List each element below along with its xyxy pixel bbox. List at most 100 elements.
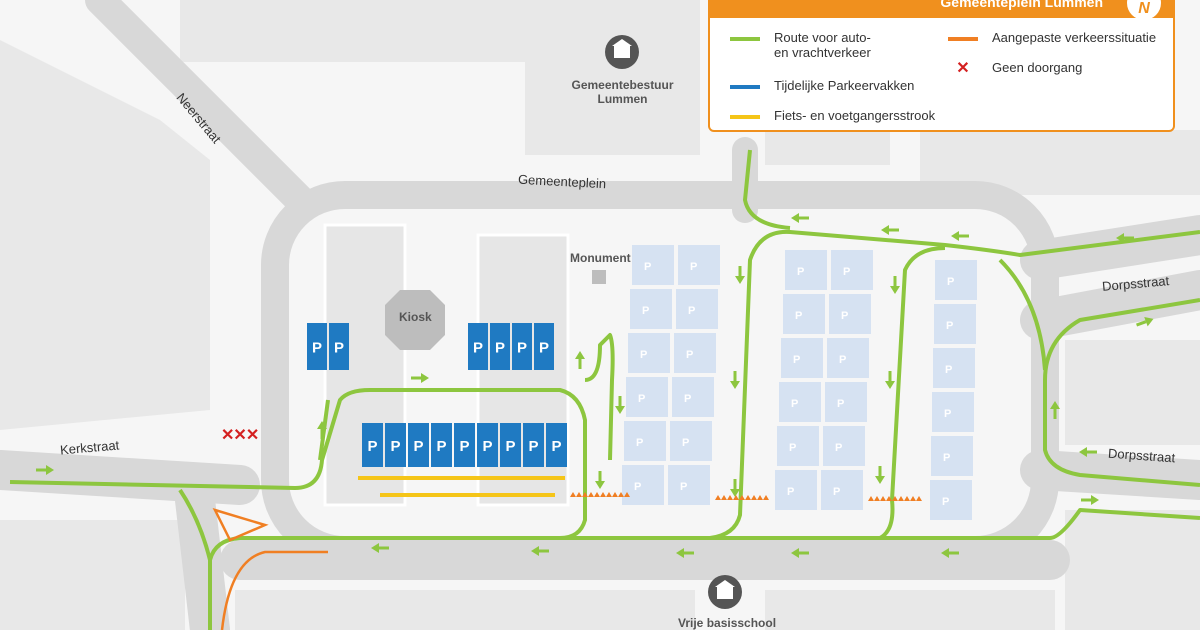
temporary-parking-space [385, 423, 406, 467]
direction-arrow [730, 479, 740, 497]
temporary-parking-space [468, 323, 488, 370]
parking-space [775, 470, 817, 510]
car-truck-route [9, 149, 1200, 630]
temporary-parking-label: P [437, 438, 447, 455]
temporary-parking-space [500, 423, 521, 467]
direction-arrow [885, 371, 895, 389]
parking-space-label: P [841, 310, 848, 322]
parking-space [934, 304, 976, 344]
traffic-cone [751, 495, 757, 500]
parking-space-label: P [843, 266, 850, 278]
parking-space-label: P [791, 398, 798, 410]
temporary-parking-space [454, 423, 475, 467]
direction-arrow [941, 548, 959, 558]
direction-arrow [36, 465, 54, 475]
direction-arrow [791, 548, 809, 558]
traffic-cone [874, 496, 880, 501]
no-entry-marks: ✕✕✕ [221, 427, 259, 444]
temporary-parking-label: P [368, 438, 378, 455]
traffic-cone [880, 496, 886, 501]
parking-space [622, 465, 664, 505]
parking-space-label: P [787, 486, 794, 498]
parking-space [668, 465, 710, 505]
traffic-cone [588, 492, 594, 497]
direction-arrow [411, 373, 429, 383]
traffic-cone [898, 496, 904, 501]
legend-item-route: Route voor auto-en vrachtverkeer [730, 30, 871, 60]
temporary-parking-label: P [539, 340, 549, 357]
legend-item-bike-strip: Fiets- en voetgangersstrook [730, 108, 935, 123]
parking-space-label: P [644, 261, 651, 273]
temporary-parking-space [408, 423, 429, 467]
temporary-parking-space [307, 323, 327, 370]
temporary-parking-label: P [506, 438, 516, 455]
temporary-parking-label: P [495, 340, 505, 357]
bike-pedestrian-strip [358, 476, 565, 497]
traffic-cone [763, 495, 769, 500]
parking-space-label: P [640, 349, 647, 361]
parking-space-label: P [634, 481, 641, 493]
parking-space-label: P [839, 354, 846, 366]
parking-space-label: P [789, 442, 796, 454]
parking-space [827, 338, 869, 378]
direction-arrow [575, 351, 585, 369]
temporary-parking-space [329, 323, 349, 370]
direction-arrow [1050, 401, 1060, 419]
direction-arrow [951, 231, 969, 241]
traffic-cone [916, 496, 922, 501]
school-icon [708, 575, 742, 609]
parking-space [678, 245, 720, 285]
parking-space [783, 294, 825, 334]
parking-space [777, 426, 819, 466]
traffic-cone [727, 495, 733, 500]
direction-arrow [531, 546, 549, 556]
traffic-cone [904, 496, 910, 501]
direction-arrow [791, 213, 809, 223]
traffic-cone [576, 492, 582, 497]
place-label-monument: Monument [570, 251, 631, 265]
parking-space [630, 289, 672, 329]
parking-space [935, 260, 977, 300]
parking-space [825, 382, 867, 422]
place-label-kiosk: Kiosk [399, 310, 432, 324]
temporary-parking-label: P [391, 438, 401, 455]
parking-space [672, 377, 714, 417]
temporary-parking-space [534, 323, 554, 370]
traffic-cone [594, 492, 600, 497]
red-x-icon: ✕ [956, 60, 970, 77]
traffic-cone [618, 492, 624, 497]
temporary-parking-space [490, 323, 510, 370]
temporary-parking-space [477, 423, 498, 467]
parking-space-label: P [793, 354, 800, 366]
traffic-cone [892, 496, 898, 501]
temporary-parking-label: P [529, 438, 539, 455]
temporary-parking-label: P [312, 340, 322, 357]
parking-space [823, 426, 865, 466]
traffic-cone [721, 495, 727, 500]
direction-arrows [36, 213, 1154, 558]
parking-space-label: P [944, 408, 951, 420]
parking-space [628, 333, 670, 373]
parking-space-label: P [947, 276, 954, 288]
direction-arrow [730, 371, 740, 389]
traffic-cone [910, 496, 916, 501]
parking-space [781, 338, 823, 378]
modified-traffic-situation [212, 507, 328, 630]
parking-space [632, 245, 674, 285]
parking-space [933, 348, 975, 388]
traffic-cone [739, 495, 745, 500]
parking-space [676, 289, 718, 329]
traffic-cone [624, 492, 630, 497]
traffic-cone [745, 495, 751, 500]
parking-space-label: P [688, 305, 695, 317]
parking-space-label: P [638, 393, 645, 405]
direction-arrow [735, 266, 745, 284]
parking-space-label: P [686, 349, 693, 361]
parking-space-label: P [837, 398, 844, 410]
temporary-parking-space [362, 423, 383, 467]
parking-space-label: P [945, 364, 952, 376]
direction-arrow [317, 421, 327, 439]
